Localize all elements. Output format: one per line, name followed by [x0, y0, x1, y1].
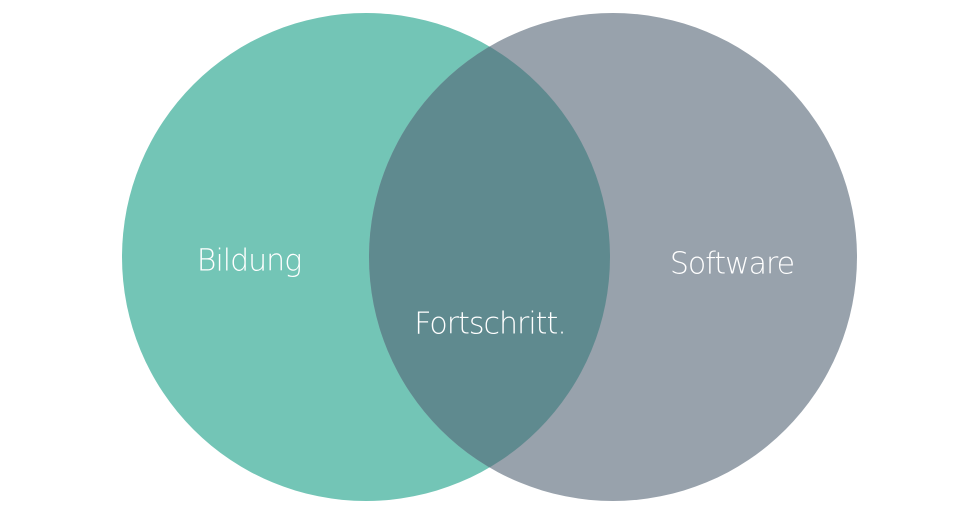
intersection-fortschritt	[369, 13, 610, 501]
label-fortschritt: Fortschritt.	[414, 306, 567, 342]
label-bildung: Bildung	[196, 243, 302, 279]
label-software: Software	[669, 246, 795, 282]
